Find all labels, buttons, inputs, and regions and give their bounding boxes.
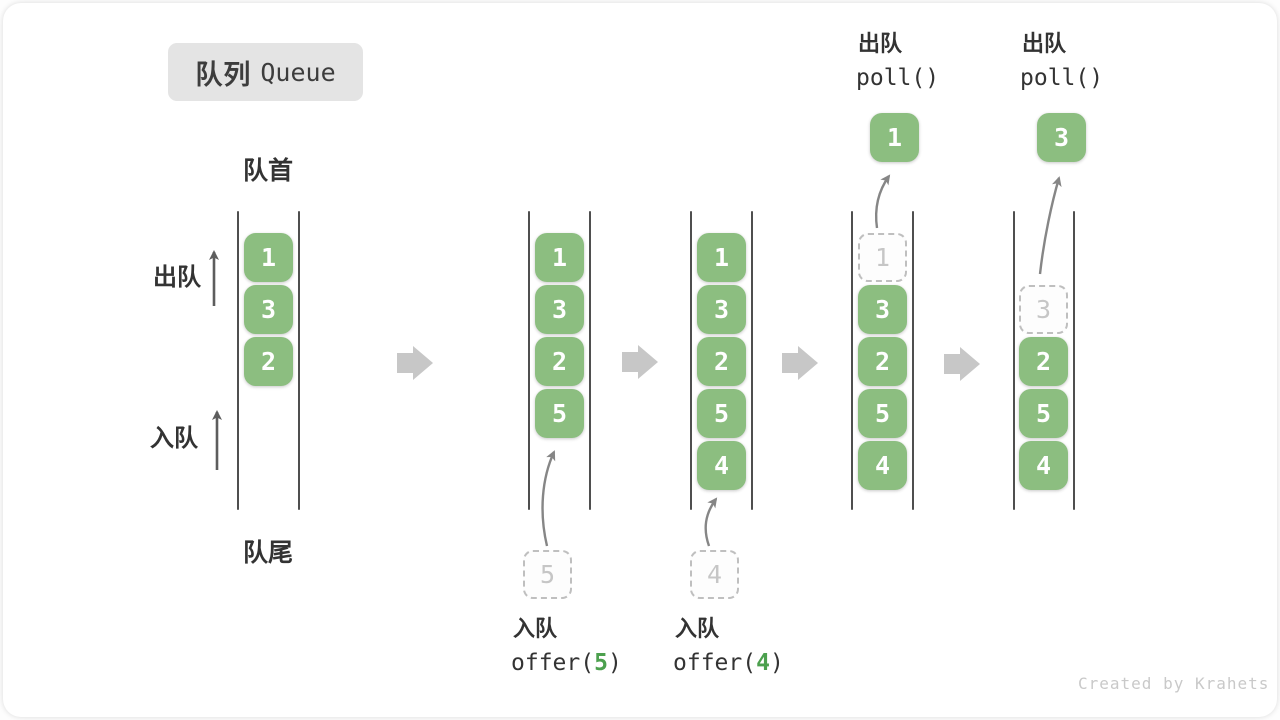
watermark: Created by Krahets <box>1078 674 1270 693</box>
operation-code: offer(4) <box>673 650 784 676</box>
queue-element: 2 <box>535 337 584 386</box>
operation-label-zh: 出队 <box>858 31 903 56</box>
code-arg: 4 <box>756 650 770 676</box>
queue-wall <box>912 211 914 510</box>
code-pre: offer( <box>673 650 757 676</box>
queue-element: 3 <box>697 285 746 334</box>
queue-element: 5 <box>535 389 584 438</box>
queue-element: 1 <box>244 233 293 282</box>
queue-wall <box>751 211 753 510</box>
queue-element: 4 <box>1019 441 1068 490</box>
operation-label-zh: 入队 <box>675 616 720 641</box>
queue-element: 3 <box>535 285 584 334</box>
queue-element: 5 <box>697 389 746 438</box>
operation-code: poll() <box>1020 65 1104 91</box>
operation-label-zh: 出队 <box>1022 31 1067 56</box>
operation-code: offer(5) <box>511 650 622 676</box>
queue-element: 1 <box>697 233 746 282</box>
label-dequeue-direction: 出队 <box>153 264 201 291</box>
queue-element: 2 <box>697 337 746 386</box>
polled-element: 3 <box>1037 113 1086 162</box>
pending-element-ghost: 5 <box>523 550 572 599</box>
queue-element: 2 <box>1019 337 1068 386</box>
queue-element: 4 <box>858 441 907 490</box>
code-post: ) <box>769 650 784 676</box>
queue-element: 5 <box>1019 389 1068 438</box>
queue-element: 2 <box>858 337 907 386</box>
code-pre: offer( <box>511 650 595 676</box>
queue-element: 5 <box>858 389 907 438</box>
label-enqueue-direction: 入队 <box>150 425 198 452</box>
label-queue-front: 队首 <box>243 157 294 185</box>
operation-code: poll() <box>856 65 940 91</box>
queue-wall <box>589 211 591 510</box>
code-arg: 5 <box>594 650 608 676</box>
queue-element: 4 <box>697 441 746 490</box>
queue-element: 2 <box>244 337 293 386</box>
removed-element-ghost: 1 <box>858 233 907 282</box>
diagram-canvas <box>3 3 1277 717</box>
queue-wall <box>690 211 692 510</box>
title-zh: 队列 <box>195 59 252 90</box>
queue-wall <box>528 211 530 510</box>
operation-label-zh: 入队 <box>513 616 558 641</box>
queue-element: 3 <box>244 285 293 334</box>
queue-element: 1 <box>535 233 584 282</box>
polled-element: 1 <box>870 113 919 162</box>
code-post: ) <box>607 650 622 676</box>
pending-element-ghost: 4 <box>690 550 739 599</box>
label-queue-rear: 队尾 <box>243 539 294 567</box>
title-badge: 队列 Queue <box>168 43 363 101</box>
queue-wall <box>1073 211 1075 510</box>
removed-element-ghost: 3 <box>1019 285 1068 334</box>
queue-wall <box>298 211 300 510</box>
queue-wall <box>237 211 239 510</box>
queue-element: 3 <box>858 285 907 334</box>
title-en: Queue <box>260 57 336 87</box>
queue-wall <box>1013 211 1015 510</box>
queue-wall <box>851 211 853 510</box>
